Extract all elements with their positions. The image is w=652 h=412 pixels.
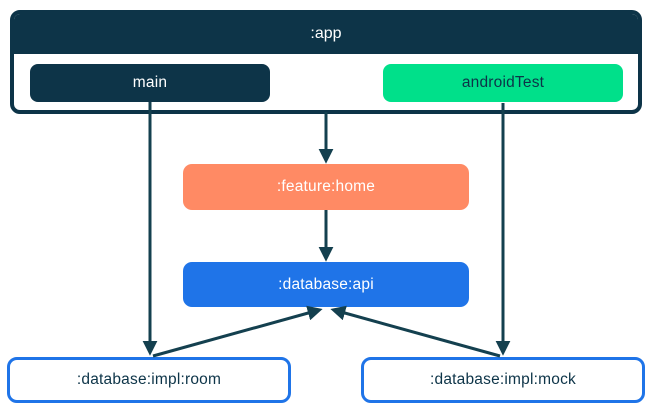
node-database-impl-mock-label: :database:impl:mock <box>430 371 576 388</box>
node-database-impl-mock: :database:impl:mock <box>361 357 645 403</box>
node-android-test-label: androidTest <box>461 74 545 91</box>
node-app-header: :app <box>14 14 638 54</box>
edge-impl-room-to-database-api <box>152 305 323 358</box>
node-app-label: :app <box>310 25 342 42</box>
node-database-impl-room: :database:impl:room <box>7 357 291 403</box>
node-database-api: :database:api <box>183 262 469 307</box>
node-main-label: main <box>132 74 168 91</box>
node-database-api-label: :database:api <box>278 275 374 293</box>
node-feature-home: :feature:home <box>183 164 469 210</box>
node-feature-home-label: :feature:home <box>276 178 376 195</box>
node-database-impl-room-label: :database:impl:room <box>76 371 222 388</box>
node-android-test: androidTest <box>383 64 623 102</box>
node-main: main <box>30 64 270 102</box>
edge-impl-mock-to-database-api <box>330 305 501 358</box>
